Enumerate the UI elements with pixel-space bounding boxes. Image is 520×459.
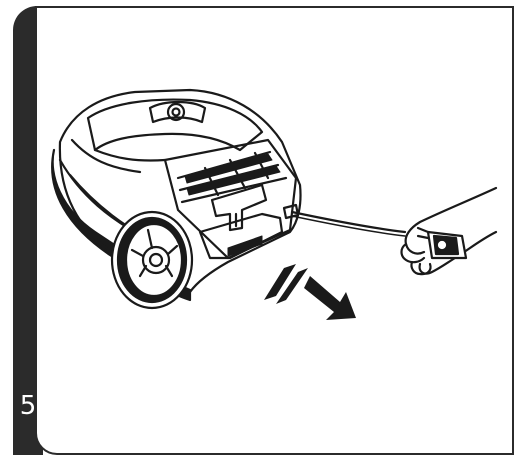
direction-arrow-icon: [264, 264, 356, 320]
instruction-step-panel: 5: [13, 6, 514, 455]
power-cord: [290, 210, 407, 234]
illustration-frame: [35, 6, 514, 455]
hand-icon: [400, 186, 498, 276]
vacuum-cleaner-icon: [51, 88, 302, 310]
step-number: 5: [19, 391, 37, 421]
plug-icon: [416, 226, 468, 260]
